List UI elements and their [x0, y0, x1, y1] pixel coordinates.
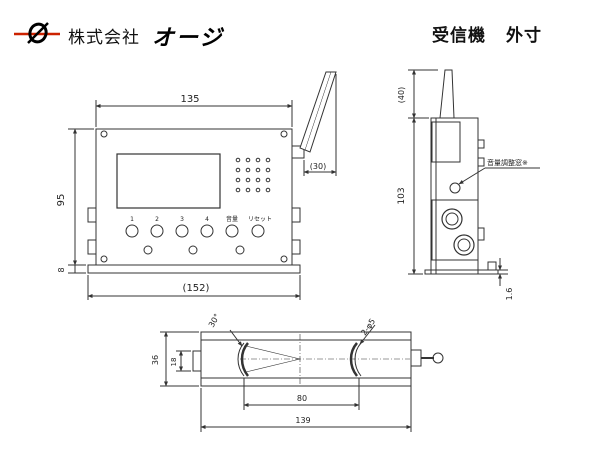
- brand-name: オージ: [152, 26, 224, 51]
- page-title: 受信機外寸: [432, 21, 542, 46]
- company-logo: 株式会社 オージ: [14, 20, 254, 51]
- side-view-labels: (40) 103 1.6 音量調整窓※: [397, 87, 528, 301]
- bottom-left-slot: [240, 342, 250, 377]
- dim-front-height: 95: [56, 194, 67, 207]
- bottom-antenna-cap: [432, 352, 444, 364]
- bottom-view-labels: 30° 2-φ5 36 18 80 139: [151, 312, 377, 425]
- button-label: 1: [130, 216, 134, 223]
- bottom-right-slot: [349, 342, 359, 377]
- button-label: 2: [155, 216, 159, 223]
- title-sub: 外寸: [506, 26, 542, 46]
- side-brackets: [87, 207, 301, 255]
- antenna-connector: [291, 145, 305, 159]
- dim-bottom-height: 36: [151, 355, 160, 365]
- side-base: [424, 269, 499, 275]
- title-main: 受信機: [432, 26, 486, 46]
- bottom-left-knob: [192, 350, 202, 372]
- dim-front-width: 135: [180, 94, 199, 105]
- dim-side-antenna: (40): [397, 87, 406, 103]
- dim-front-base: 8: [57, 267, 66, 272]
- company-name: 株式会社: [68, 28, 140, 48]
- button-label: 音量: [226, 215, 238, 223]
- display-screen: [116, 153, 221, 209]
- dim-side-base: 1.6: [505, 288, 514, 301]
- button-label: 3: [180, 216, 184, 223]
- dim-bottom-spacing: 80: [297, 394, 307, 403]
- front-view-labels: 135 95 8 (152) (30) 1 2 3 4 音量 リセット: [56, 94, 326, 294]
- front-view: [68, 71, 337, 300]
- volume-callout: 音量調整窓※: [487, 158, 528, 167]
- side-body: [430, 117, 479, 275]
- button-label: リセット: [248, 216, 272, 223]
- dim-bottom-angle: 30°: [207, 312, 222, 329]
- side-antenna: [439, 69, 455, 119]
- corner-screws: [100, 130, 288, 263]
- dim-bottom-inner: 18: [170, 358, 178, 367]
- bottom-view: [160, 324, 444, 432]
- speaker-grille: [235, 157, 271, 193]
- volume-window: [449, 182, 461, 194]
- front-buttons: [125, 224, 265, 238]
- dim-side-height: 103: [397, 187, 407, 204]
- dim-bottom-holes: 2-φ5: [359, 317, 377, 337]
- dim-front-overall: (152): [183, 283, 210, 294]
- bottom-right-connector: [410, 349, 422, 367]
- antenna: [299, 71, 337, 153]
- front-body: [95, 128, 293, 266]
- dim-bottom-length: 139: [295, 416, 310, 425]
- front-base: [87, 264, 301, 274]
- side-view: [408, 69, 540, 286]
- dim-front-antenna: (30): [310, 162, 326, 171]
- side-top-bracket: [431, 121, 461, 163]
- button-label: 4: [205, 216, 209, 223]
- lower-holes: [143, 245, 245, 255]
- logo-mark-icon: [14, 22, 60, 44]
